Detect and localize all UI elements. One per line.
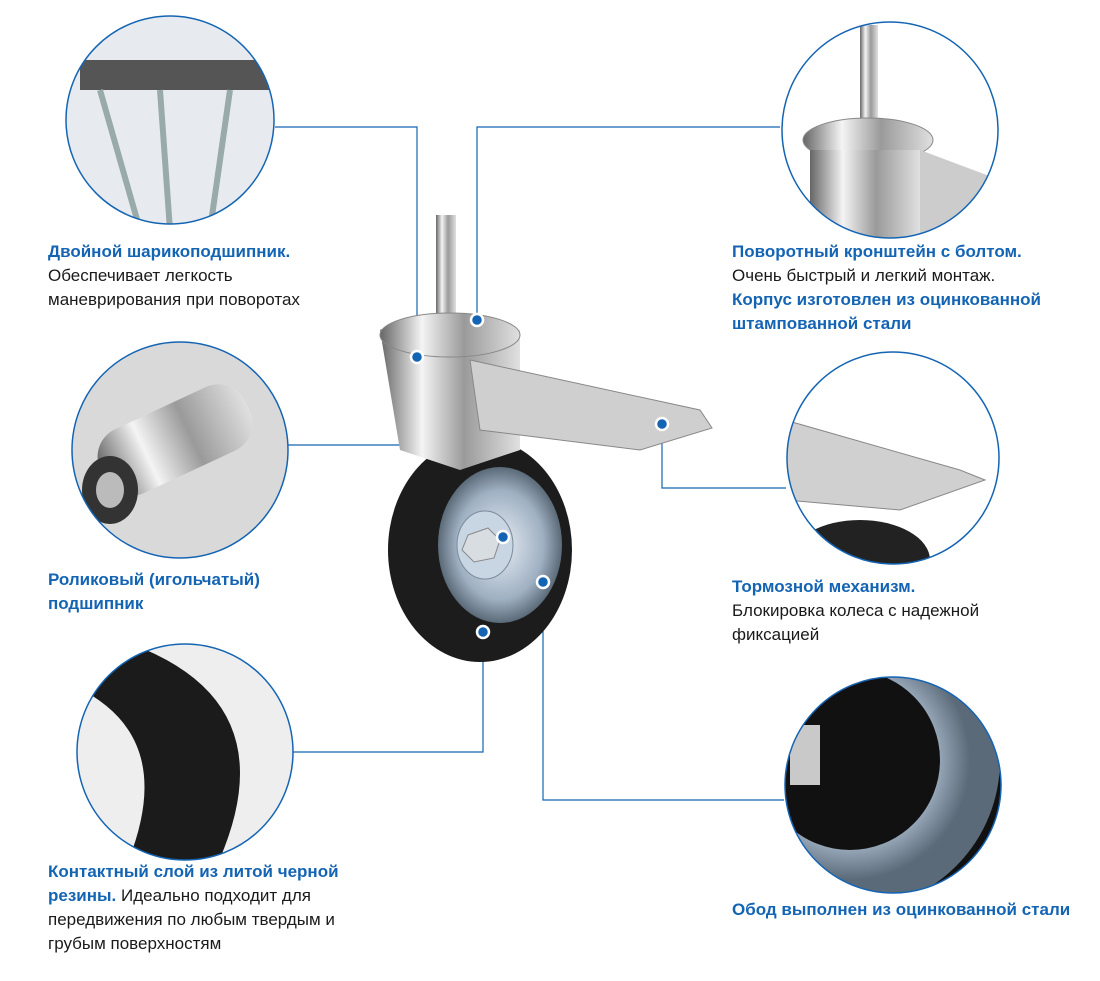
caption-needle-bearing: Роликовый (игольчатый) подшипник [48,568,308,616]
caption-rubber-tread: Контактный слой из литой черной резины. … [48,860,393,956]
caption-title: Двойной шарикоподшипник. [48,242,291,261]
caster-wheel-image [379,215,713,662]
detail-steel-rim [784,676,1002,894]
caption-title: Тормозной механизм. [732,577,916,596]
caption-title: Поворотный кронштейн с болтом. [732,242,1022,261]
caption-title: Роликовый (игольчатый) подшипник [48,570,260,613]
caption-title: Обод выполнен из оцинкованной стали [732,900,1071,919]
detail-swivel-bolt [781,21,999,239]
caption-title: Контактный слой из литой черной резины. [48,862,339,905]
caption-text: Очень быстрый и легкий монтаж. [732,266,996,285]
caption-steel-rim: Обод выполнен из оцинкованной стали [732,898,1072,922]
caption-swivel-bolt: Поворотный кронштейн с болтом. Очень быс… [732,240,1092,336]
detail-needle-bearing [71,341,289,559]
caption-text: Обеспечивает легкость маневрирования при… [48,266,300,309]
caption-text: Блокировка колеса с надежной фиксацией [732,601,980,644]
caption-text: Идеально подходит для передвижения по лю… [48,886,335,953]
callout-dots [409,312,670,640]
detail-ball-bearing [65,15,275,225]
caption-brake: Тормозной механизм. Блокировка колеса с … [732,575,1052,647]
caption-ball-bearing: Двойной шарикоподшипник. Обеспечивает ле… [48,240,378,312]
detail-brake [786,351,1000,565]
caption-title-2: Корпус изготовлен из оцинкованной штампо… [732,290,1041,333]
detail-rubber-tread [76,643,294,861]
